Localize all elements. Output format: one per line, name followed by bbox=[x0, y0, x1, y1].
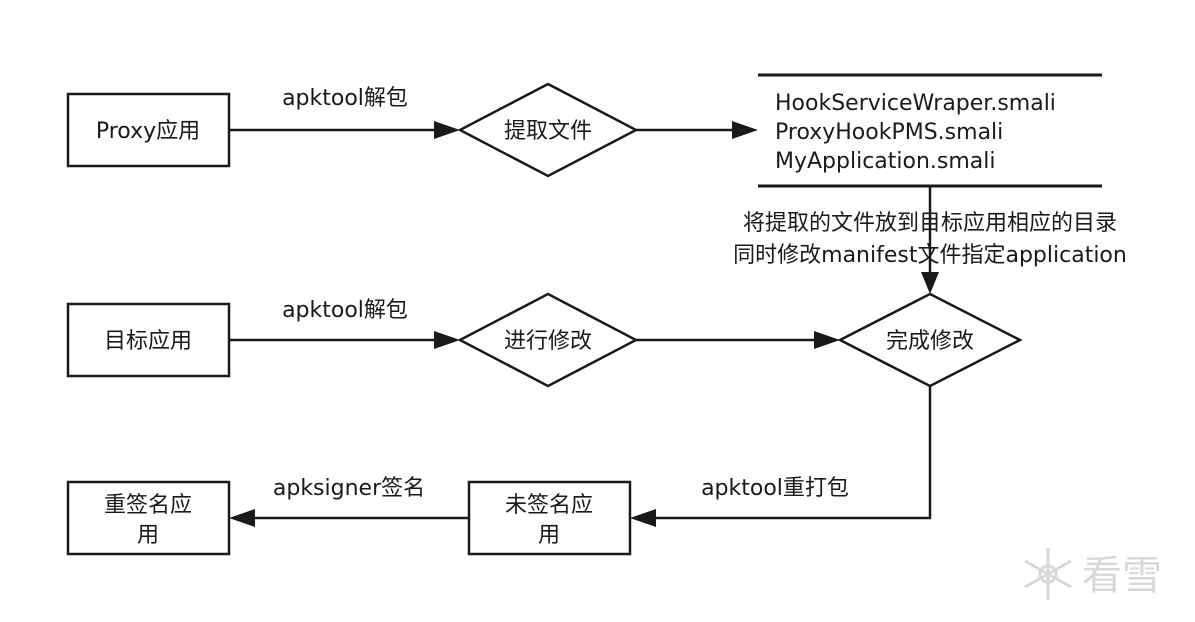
edge-done-to-unsigned bbox=[650, 386, 932, 520]
node-proxy-app bbox=[66, 92, 231, 168]
arrowhead-files-to-done bbox=[921, 272, 939, 294]
file-item: ProxyHookPMS.smali bbox=[775, 120, 1003, 145]
watermark-text: 看雪 bbox=[1082, 553, 1162, 599]
file-item: MyApplication.smali bbox=[775, 149, 996, 174]
node-proxy-app-label: Proxy应用 bbox=[96, 119, 200, 144]
edge-move-files-label: 将提取的文件放到目标应用相应的目录 bbox=[743, 211, 1117, 236]
node-target-app bbox=[66, 302, 231, 378]
edge-repack-label: apktool重打包 bbox=[701, 476, 849, 501]
node-unsigned-app-label: 用 bbox=[538, 523, 560, 548]
node-extract-files-label: 提取文件 bbox=[504, 119, 592, 144]
edge-unpack-proxy-label: apktool解包 bbox=[282, 86, 408, 111]
node-unsigned-app-label: 未签名应 bbox=[505, 493, 593, 518]
edge-sign-label: apksigner签名 bbox=[273, 476, 425, 501]
arrowhead-unsigned-to-resigned bbox=[229, 509, 255, 527]
node-resigned-app-label: 重签名应 bbox=[104, 493, 192, 518]
arrowhead-proxy-to-extract bbox=[434, 121, 460, 139]
file-item: HookServiceWraper.smali bbox=[775, 91, 1056, 116]
node-extract-files bbox=[457, 82, 639, 178]
node-done-modify-label: 完成修改 bbox=[886, 329, 974, 354]
node-unsigned-app bbox=[467, 480, 632, 556]
arrowhead-extract-to-files bbox=[732, 121, 758, 139]
node-resigned-app-label: 用 bbox=[137, 523, 159, 548]
node-modify bbox=[457, 292, 639, 388]
node-target-app-label: 目标应用 bbox=[104, 329, 192, 354]
node-resigned-app bbox=[66, 480, 231, 556]
snowflake-icon bbox=[1024, 548, 1072, 600]
node-modify-label: 进行修改 bbox=[504, 329, 592, 354]
arrowhead-done-to-unsigned bbox=[630, 509, 656, 527]
arrowhead-modify-to-done bbox=[814, 331, 840, 349]
edge-move-files-label: 同时修改manifest文件指定application bbox=[733, 243, 1127, 268]
arrowhead-target-to-modify bbox=[434, 331, 460, 349]
edge-unpack-target-label: apktool解包 bbox=[282, 298, 408, 323]
